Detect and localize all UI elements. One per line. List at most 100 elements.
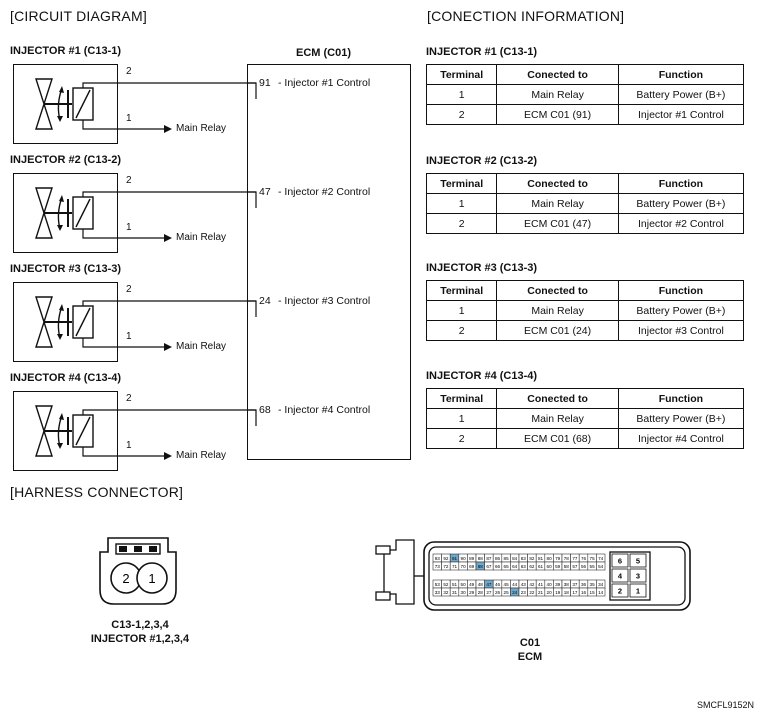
ecm-terminal-number: 43 <box>521 582 527 587</box>
ecm-power-terminal-number: 1 <box>636 587 640 596</box>
lever-tab <box>375 591 391 601</box>
ecm-terminal-number: 34 <box>598 582 604 587</box>
ecm-terminal-number: 78 <box>564 556 570 561</box>
ecm-terminal-number: 88 <box>478 556 484 561</box>
ecm-terminal-number: 22 <box>529 590 535 595</box>
table-cell: 2 <box>425 213 498 234</box>
ecm-pin-bracket <box>247 191 257 208</box>
ecm-terminal-number: 64 <box>512 564 518 569</box>
ecm-terminal-number: 55 <box>590 564 596 569</box>
latch-slot <box>149 546 157 552</box>
ecm-terminal-number: 65 <box>504 564 510 569</box>
ecm-terminal-number: 18 <box>564 590 570 595</box>
ecm-power-terminal-number: 6 <box>618 557 622 566</box>
ecm-terminal-number: 28 <box>478 590 484 595</box>
injector-connector-label: C13-1,2,3,4 INJECTOR #1,2,3,4 <box>60 618 220 646</box>
ecm-power-terminal <box>629 568 647 583</box>
injector-pin-bottom: 1 <box>126 113 132 124</box>
ecm-terminal-number: 48 <box>478 582 484 587</box>
table-cell: 2 <box>425 320 498 341</box>
ecm-terminal-number: 61 <box>538 564 544 569</box>
ecm-terminal-number: 20 <box>547 590 553 595</box>
ecm-terminal-number: 66 <box>495 564 501 569</box>
ecm-pin-function: - Injector #3 Control <box>278 295 371 307</box>
ecm-terminal-number: 76 <box>581 556 587 561</box>
ecm-pin-function: - Injector #2 Control <box>278 186 371 198</box>
ecm-box <box>247 64 411 460</box>
circuit-wiring <box>35 78 257 460</box>
coil-diagonal <box>75 416 91 446</box>
ecm-terminal-number: 41 <box>538 582 544 587</box>
table-cell: 1 <box>425 193 498 214</box>
ecm-terminal-number: 46 <box>495 582 501 587</box>
ecm-terminal-number: 17 <box>572 590 578 595</box>
arrowhead-icon <box>57 225 63 231</box>
table-title: INJECTOR #2 (C13-2) <box>426 155 538 167</box>
ecm-terminal-number: 59 <box>555 564 561 569</box>
table-cell: Injector #2 Control <box>617 213 745 234</box>
connector-pin-number: 1 <box>148 571 155 586</box>
ecm-pin-bracket <box>247 409 257 426</box>
arrow-right-icon <box>164 452 172 460</box>
ecm-power-terminal-number: 5 <box>636 557 640 566</box>
ecm-terminal-number: 67 <box>486 564 492 569</box>
ecm-terminal-number: 47 <box>486 582 492 587</box>
ecm-terminal-number: 91 <box>452 556 458 561</box>
ecm-terminal-number: 57 <box>572 564 578 569</box>
main-relay-wire <box>82 229 166 239</box>
table-header-cell: Function <box>617 173 745 194</box>
injector-pin-bottom: 1 <box>126 331 132 342</box>
ecm-terminal-number: 84 <box>512 556 518 561</box>
table-cell: Injector #1 Control <box>617 104 745 125</box>
ecm-terminal-number: 87 <box>486 556 492 561</box>
ecm-power-terminal <box>629 583 647 598</box>
connection-info-title: [CONECTION INFORMATION] <box>427 8 625 24</box>
table-cell: Main Relay <box>496 300 619 321</box>
table-cell: 1 <box>425 84 498 105</box>
table-header-cell: Terminal <box>425 64 498 85</box>
injector-symbol <box>35 296 257 351</box>
ecm-power-terminal-number: 3 <box>636 572 640 581</box>
ecm-terminal-number: 35 <box>590 582 596 587</box>
ecm-control-wire <box>82 409 256 415</box>
latch-slot <box>134 546 142 552</box>
injector-connector-name: INJECTOR #1,2,3,4 <box>90 633 190 645</box>
arrowhead-icon <box>59 304 64 311</box>
arrow-right-icon <box>164 343 172 351</box>
table-cell: Main Relay <box>496 84 619 105</box>
ecm-terminal-number: 62 <box>529 564 535 569</box>
connector-pin-number: 2 <box>122 571 129 586</box>
table-header-cell: Conected to <box>496 280 619 301</box>
arrowhead-icon <box>57 116 63 122</box>
table-header-cell: Conected to <box>496 64 619 85</box>
ecm-power-terminal-number: 4 <box>618 572 623 581</box>
valve-icon <box>35 78 53 130</box>
ecm-pin-function: - Injector #1 Control <box>278 77 371 89</box>
ecm-terminal-number: 89 <box>469 556 475 561</box>
ecm-terminal-number: 31 <box>452 590 458 595</box>
ecm-terminal-number: 51 <box>452 582 458 587</box>
ecm-terminal-number: 68 <box>478 564 484 569</box>
ecm-control-wire <box>82 300 256 306</box>
table-header-cell: Terminal <box>425 173 498 194</box>
ecm-terminal-number: 90 <box>461 556 467 561</box>
table-cell: Battery Power (B+) <box>617 408 745 429</box>
ecm-control-wire <box>82 191 256 197</box>
injector-pin-top: 2 <box>126 284 132 295</box>
arrowhead-icon <box>59 195 64 202</box>
table-cell: Battery Power (B+) <box>617 84 745 105</box>
ecm-control-wire <box>82 82 256 88</box>
ecm-terminal-number: 36 <box>581 582 587 587</box>
injector-pin-top: 2 <box>126 175 132 186</box>
ecm-terminal-number: 56 <box>581 564 587 569</box>
ecm-terminal-number: 63 <box>521 564 527 569</box>
ecm-terminal-number: 39 <box>555 582 561 587</box>
ecm-terminal-number: 72 <box>443 564 449 569</box>
